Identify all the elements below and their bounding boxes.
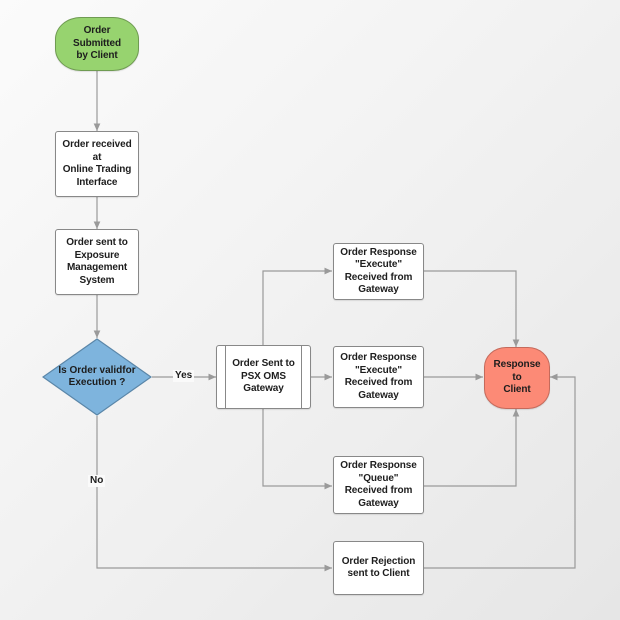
- node-response-execute-middle-label: Order Response "Execute" Received from G…: [340, 352, 417, 401]
- edge-oms-to-exec-top: [262, 267, 332, 345]
- predefined-bar-left: [225, 346, 226, 408]
- node-response-to-client[interactable]: Response to Client: [484, 347, 550, 409]
- node-order-submitted-label: Order Submitted by Client: [73, 25, 121, 62]
- node-response-queue-label: Order Response "Queue" Received from Gat…: [340, 460, 417, 509]
- diamond-shape: [42, 338, 152, 416]
- edge-rejection-to-response: [424, 373, 576, 569]
- node-order-rejection-label: Order Rejection sent to Client: [341, 555, 416, 580]
- edge-decision-no-to-rejection: [96, 416, 332, 572]
- node-order-received[interactable]: Order received at Online Trading Interfa…: [55, 131, 139, 197]
- predefined-bar-right: [301, 346, 302, 408]
- node-decision-order-valid-label: Is Order validfor Execution ?: [58, 364, 136, 389]
- edge-exec-top-to-response: [424, 270, 520, 347]
- node-exposure-management[interactable]: Order sent to Exposure Management System: [55, 229, 139, 295]
- edge-queue-to-response: [424, 409, 520, 487]
- edge-oms-to-queue: [262, 409, 332, 490]
- node-order-received-label: Order received at Online Trading Interfa…: [62, 139, 132, 188]
- node-response-execute-top-label: Order Response "Execute" Received from G…: [340, 246, 417, 296]
- node-response-execute-top[interactable]: Order Response "Execute" Received from G…: [333, 243, 424, 300]
- node-order-submitted[interactable]: Order Submitted by Client: [55, 17, 139, 71]
- node-response-queue[interactable]: Order Response "Queue" Received from Gat…: [333, 456, 424, 514]
- node-response-execute-middle[interactable]: Order Response "Execute" Received from G…: [333, 346, 424, 408]
- node-decision-order-valid[interactable]: Is Order validfor Execution ?: [42, 338, 152, 416]
- node-order-rejection[interactable]: Order Rejection sent to Client: [333, 541, 424, 595]
- edge-label-no: No: [88, 475, 106, 487]
- node-response-to-client-label: Response to Client: [493, 359, 541, 396]
- node-exposure-management-label: Order sent to Exposure Management System: [66, 237, 128, 286]
- edge-label-yes: Yes: [173, 370, 195, 382]
- node-psx-oms-gateway-label: Order Sent to PSX OMS Gateway: [232, 358, 295, 395]
- node-psx-oms-gateway[interactable]: Order Sent to PSX OMS Gateway: [216, 345, 311, 409]
